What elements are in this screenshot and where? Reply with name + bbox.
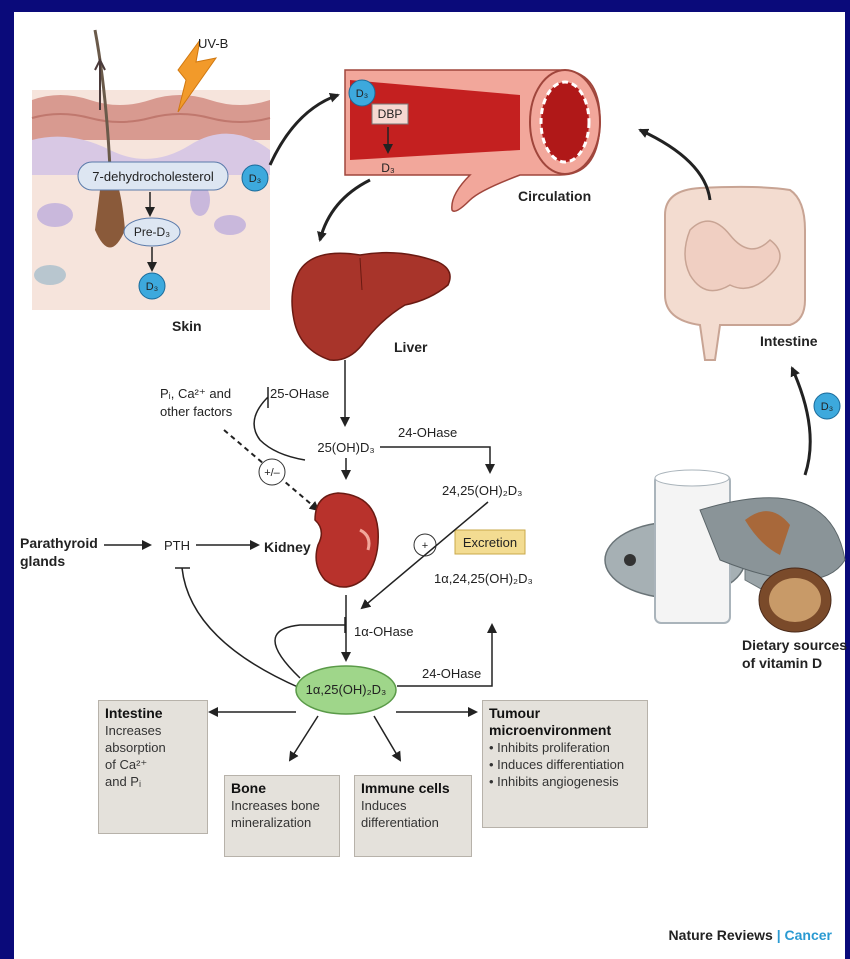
- plus-minus-label: +/–: [264, 467, 280, 479]
- dbp-label: DBP: [378, 107, 403, 121]
- journal-credit: Nature Reviews | Cancer: [669, 927, 832, 943]
- dietary-sources-line2: of vitamin D: [742, 655, 822, 671]
- arrow-25ohd3-to-2425: [380, 447, 490, 472]
- arrow-skin-to-circulation: [270, 95, 338, 165]
- oh25d3-label: 25(OH)D₃: [317, 440, 374, 455]
- dietary-sources-line1: Dietary sources: [742, 637, 847, 653]
- intestine-effect-line: and Pᵢ: [105, 773, 201, 790]
- arrow-calcitriol-to-bone: [290, 716, 318, 760]
- intestine-effect-line: of Ca²⁺: [105, 756, 201, 773]
- dietary-d3-label: D₃: [821, 401, 833, 413]
- kidney-illustration: [315, 493, 378, 587]
- arrow-2425-to-1aohase: [362, 502, 488, 608]
- dehydrocholesterol-label: 7-dehydrocholesterol: [92, 169, 214, 184]
- immune-effect-line: Induces: [361, 797, 465, 814]
- intestine-effect-title: Intestine: [105, 705, 201, 722]
- bone-effect-line: mineralization: [231, 814, 333, 831]
- inhibit-calcitriol-to-pth: [175, 568, 300, 688]
- journal-separator: |: [777, 927, 781, 943]
- ohase25-label: 25-OHase: [270, 386, 329, 401]
- oh1a2425-label: 1α,24,25(OH)₂D₃: [434, 571, 533, 586]
- skin-exit-d3-label: D₃: [249, 173, 261, 185]
- intestine-effect-box: Intestine Increases absorption of Ca²⁺ a…: [98, 700, 208, 834]
- liver-label: Liver: [394, 339, 428, 355]
- tumour-effect-title-line2: microenvironment: [489, 722, 641, 739]
- parathyroid-line1: Parathyroid: [20, 535, 98, 551]
- ohase1a-label: 1α-OHase: [354, 624, 414, 639]
- tumour-effect-line: • Induces differentiation: [489, 756, 641, 773]
- ohase24-top-label: 24-OHase: [398, 425, 457, 440]
- oh2425-label: 24,25(OH)₂D₃: [442, 483, 522, 498]
- arrow-dietary-to-intestine: [792, 368, 810, 475]
- journal-section: Cancer: [785, 927, 832, 943]
- excretion-label: Excretion: [463, 535, 517, 550]
- uvb-label: UV-B: [198, 36, 228, 51]
- skin-label: Skin: [172, 318, 202, 334]
- dietary-sources-illustration: [605, 470, 845, 632]
- bone-effect-title: Bone: [231, 780, 333, 797]
- immune-effect-line: differentiation: [361, 814, 465, 831]
- arrow-calcitriol-to-immune: [374, 716, 400, 760]
- tumour-effect-box: Tumour microenvironment • Inhibits proli…: [482, 700, 648, 828]
- intestine-effect-line: absorption: [105, 739, 201, 756]
- journal-name: Nature Reviews: [669, 927, 773, 943]
- calcitriol-label: 1α,25(OH)₂D₃: [306, 682, 387, 697]
- tumour-effect-line: • Inhibits proliferation: [489, 739, 641, 756]
- intestine-label: Intestine: [760, 333, 818, 349]
- bone-effect-line: Increases bone: [231, 797, 333, 814]
- tumour-effect-line: • Inhibits angiogenesis: [489, 773, 641, 790]
- pth-label: PTH: [164, 538, 190, 553]
- circulation-d3-label: D₃: [356, 88, 368, 100]
- ohase24-bottom-label: 24-OHase: [422, 666, 481, 681]
- parathyroid-line2: glands: [20, 553, 65, 569]
- immune-effect-title: Immune cells: [361, 780, 465, 797]
- factors-line2: other factors: [160, 404, 233, 419]
- circulation-free-d3-label: D₃: [381, 161, 395, 175]
- bone-effect-box: Bone Increases bone mineralization: [224, 775, 340, 857]
- skin-d3-label: D₃: [146, 281, 158, 293]
- immune-effect-box: Immune cells Induces differentiation: [354, 775, 472, 857]
- factors-line1: Pᵢ, Ca²⁺ and: [160, 386, 231, 401]
- pre-d3-label: Pre-D₃: [134, 225, 170, 239]
- arrow-circulation-to-liver: [320, 180, 370, 240]
- plus-label: +: [422, 540, 428, 552]
- kidney-label: Kidney: [264, 539, 311, 555]
- tumour-effect-title-line1: Tumour: [489, 705, 641, 722]
- intestine-effect-line: Increases: [105, 722, 201, 739]
- circulation-label: Circulation: [518, 188, 591, 204]
